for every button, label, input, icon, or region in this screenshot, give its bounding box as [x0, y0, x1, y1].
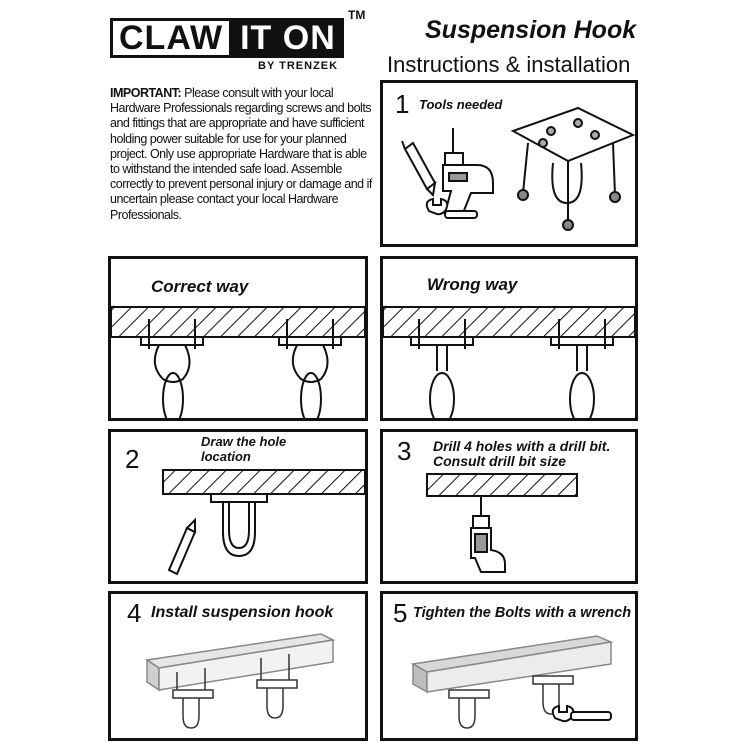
step-number: 3 [397, 436, 412, 466]
mounting-beam [144, 633, 336, 692]
panel-tighten-bolts: 5 Tighten the Bolts with a wrench [380, 591, 638, 741]
tighten-illustration [410, 635, 614, 729]
step-label: Correct way [151, 277, 249, 296]
wrong-way-illustration [383, 306, 635, 418]
step-number: 4 [127, 598, 142, 628]
pencil-icon [401, 140, 437, 198]
panel-draw-hole: 2 Draw the hole location [108, 429, 368, 584]
step-number: 1 [395, 89, 410, 119]
hook-plate-icon [510, 106, 635, 231]
mounting-beam [410, 635, 614, 694]
notice-lead: IMPORTANT: [110, 86, 182, 100]
step-label-line1: Drill 4 holes with a drill bit. [433, 438, 611, 454]
step-label: Tools needed [419, 97, 503, 112]
panel-drill-holes: 3 Drill 4 holes with a drill bit. Consul… [380, 429, 638, 584]
page-title: Suspension Hook [425, 16, 637, 44]
page-subtitle: Instructions & installation [387, 52, 631, 77]
wrench-icon [551, 704, 612, 723]
pencil-icon [167, 517, 197, 576]
notice-body: Please consult with your local Hardware … [110, 86, 372, 222]
panel-install-hook: 4 Install suspension hook [108, 591, 368, 741]
ceiling-beam [426, 473, 578, 497]
step-label-line2: Consult drill bit size [433, 453, 567, 469]
step-label: Tighten the Bolts with a wrench [413, 605, 632, 621]
drill-icon [442, 128, 494, 214]
hook-wrong-right [550, 319, 614, 418]
hook-left [448, 689, 490, 729]
hook-plate [210, 493, 268, 558]
hook-correct-right [278, 319, 342, 418]
step-label: Install suspension hook [151, 604, 334, 621]
step-number: 5 [393, 598, 408, 628]
correct-way-illustration [111, 306, 365, 418]
panel-correct-way: Correct way [108, 256, 368, 421]
panel-wrong-way: Wrong way [380, 256, 638, 421]
hook-correct-left [140, 319, 204, 418]
ceiling-beam [111, 306, 365, 338]
draw-hole-illustration [162, 469, 365, 576]
hook-wrong-left [410, 319, 474, 418]
trademark-mark: TM [348, 8, 366, 22]
hook-right [256, 654, 298, 719]
step-label: Wrong way [427, 275, 518, 294]
step-label-line2: location [201, 449, 251, 464]
step-number: 2 [125, 444, 140, 474]
ceiling-beam [383, 306, 635, 338]
step-label-line1: Draw the hole [201, 434, 287, 449]
tools-illustration [401, 106, 635, 231]
panel-tools-needed: 1 Tools needed [380, 80, 638, 247]
drill-illustration [426, 473, 578, 573]
brand-byline: BY TRENZEK [258, 60, 339, 72]
hook-left [172, 668, 214, 729]
brand-logo: CLAW IT ON [110, 18, 344, 58]
important-notice: IMPORTANT: Please consult with your loca… [110, 86, 372, 223]
ceiling-beam [162, 469, 365, 495]
drill-icon [470, 496, 506, 573]
install-illustration [144, 633, 336, 729]
wrench-icon [425, 197, 478, 219]
logo-it-on: IT ON [232, 18, 344, 58]
logo-claw: CLAW [110, 18, 233, 58]
